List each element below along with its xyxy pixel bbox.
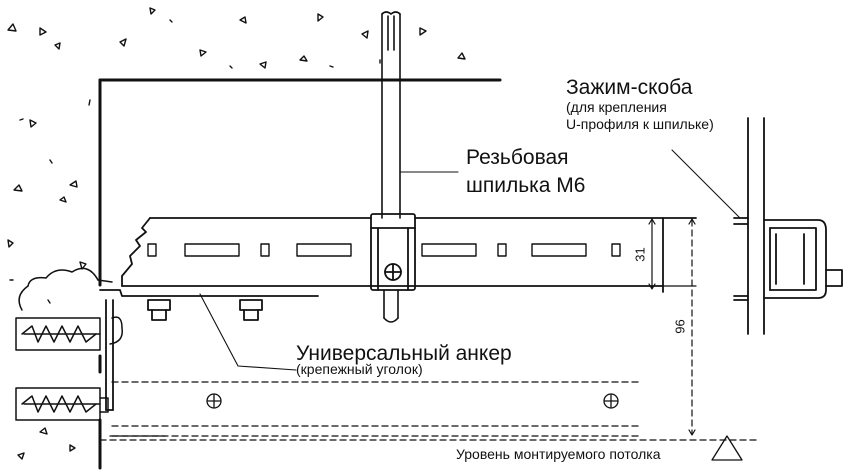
clamp-note-line1: (для крепления: [566, 99, 667, 115]
clamp-note-line2: U-профиля к шпильке): [566, 116, 714, 132]
rod-label-line2: шпилька М6: [466, 174, 586, 197]
wall-outline: [98, 78, 502, 470]
rod-label-line1: Резьбовая: [466, 146, 569, 169]
lower-profile: [109, 381, 641, 437]
anchor-label: Универсальный анкер: [296, 342, 512, 365]
angle-bracket: [99, 289, 319, 411]
clamp-side-view: [733, 117, 843, 335]
anchor-screws: [15, 267, 123, 421]
profile-slots: [147, 243, 621, 257]
concrete-texture: [7, 7, 466, 460]
dimension-lines: [648, 218, 697, 436]
anchor-note: (крепежный уголок): [296, 361, 423, 377]
threaded-rod: [381, 11, 401, 323]
clamp-label: Зажим-скоба: [566, 76, 693, 99]
leader-lines: [199, 149, 741, 371]
dimension-31-label: 31: [632, 247, 648, 262]
dimension-96-label: 96: [672, 319, 688, 334]
ceiling-level-label: Уровень монтируемого потолка: [456, 446, 661, 462]
rod-clamp: [370, 213, 416, 291]
u-profile: [121, 217, 697, 293]
ceiling-level-line: [99, 435, 761, 461]
